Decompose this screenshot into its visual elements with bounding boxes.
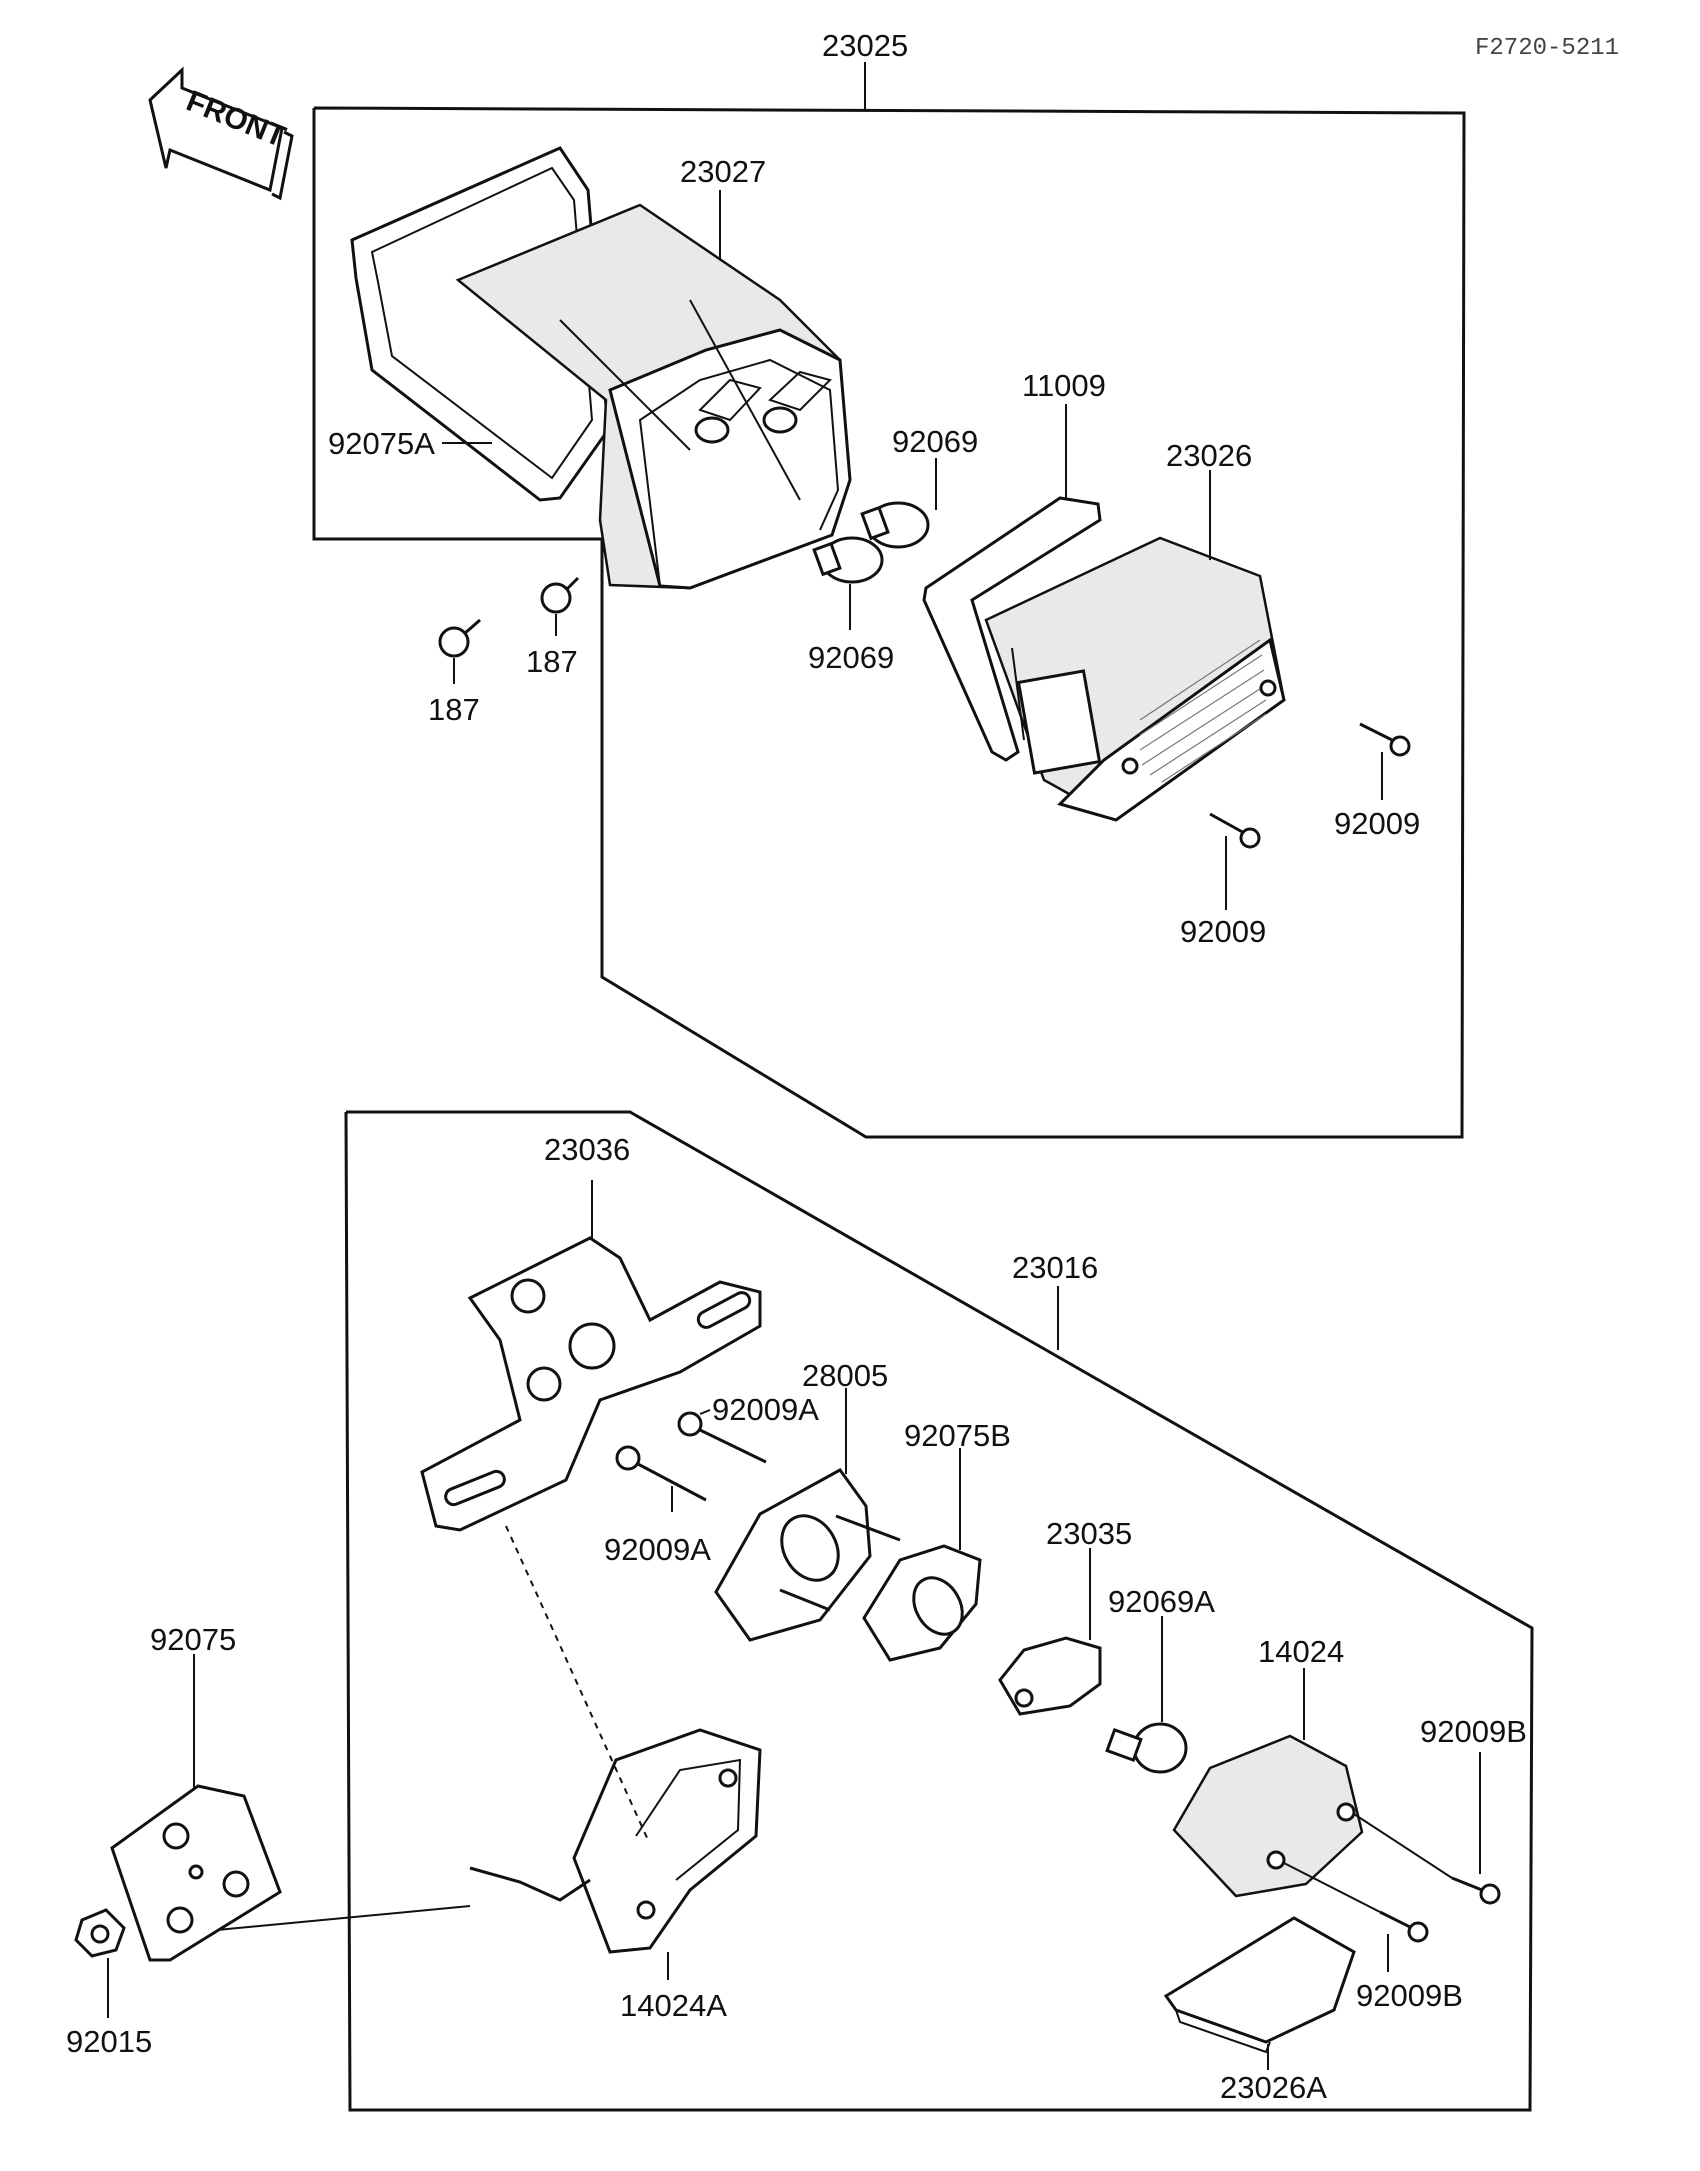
drawing-code: F2720-5211 xyxy=(1475,35,1619,62)
label-23025: 23025 xyxy=(822,28,908,63)
label-92009A-lower: 92009A xyxy=(604,1532,711,1567)
part-92075-plate xyxy=(110,1784,282,1962)
upper-assembly-outline xyxy=(312,106,1466,1139)
lower-assembly-outline xyxy=(344,1110,1534,2112)
part-92009B-screw-upper xyxy=(1451,1876,1501,1905)
part-187-screw-right xyxy=(540,576,580,614)
label-92009B-lower: 92009B xyxy=(1356,1978,1463,2013)
part-92009-screw-right xyxy=(1359,722,1411,757)
label-92009A-upper: 92009A xyxy=(712,1392,819,1427)
part-23026A-reflector xyxy=(1163,1916,1356,2054)
part-14024-cover xyxy=(1172,1734,1364,1898)
label-23026: 23026 xyxy=(1166,438,1252,473)
label-92015: 92015 xyxy=(66,2024,152,2059)
part-11009-lens-gasket xyxy=(922,496,1102,762)
label-14024A: 14024A xyxy=(620,1988,727,2023)
label-92069A: 92069A xyxy=(1108,1584,1215,1619)
label-92075: 92075 xyxy=(150,1622,236,1657)
label-23035: 23035 xyxy=(1046,1516,1132,1551)
part-92009B-screw-lower xyxy=(1379,1910,1429,1943)
label-28005: 28005 xyxy=(802,1358,888,1393)
label-23026A: 23026A xyxy=(1220,2070,1327,2105)
part-92009A-screw-upper xyxy=(677,1411,767,1464)
part-92075B-gasket xyxy=(862,1544,982,1662)
part-23027-housing xyxy=(455,203,852,590)
label-187-left: 187 xyxy=(428,692,480,727)
label-23027: 23027 xyxy=(680,154,766,189)
lens-grid xyxy=(1139,639,1267,783)
label-92075A: 92075A xyxy=(328,426,435,461)
label-23016: 23016 xyxy=(1012,1250,1098,1285)
front-arrow-icon: FRONT xyxy=(148,66,294,201)
label-92009B-upper: 92009B xyxy=(1420,1714,1527,1749)
label-92069-upper: 92069 xyxy=(892,424,978,459)
label-92075B: 92075B xyxy=(904,1418,1011,1453)
part-92009-screw-bottom xyxy=(1209,812,1261,849)
part-23036-bracket xyxy=(420,1236,762,1532)
label-14024: 14024 xyxy=(1258,1634,1344,1669)
label-92009-right: 92009 xyxy=(1334,806,1420,841)
part-23026-lens xyxy=(984,536,1286,822)
part-28005-base xyxy=(714,1468,901,1642)
part-14024A-housing xyxy=(469,1728,762,1954)
part-92069-bulb-upper xyxy=(860,501,930,549)
part-23035-socket xyxy=(998,1636,1102,1716)
label-92009-bottom: 92009 xyxy=(1180,914,1266,949)
label-92069-lower: 92069 xyxy=(808,640,894,675)
label-23036: 23036 xyxy=(544,1132,630,1167)
part-92015-nut xyxy=(74,1908,126,1958)
part-92075A-gasket xyxy=(350,146,610,502)
part-92069-bulb-lower xyxy=(812,536,884,584)
label-187-right: 187 xyxy=(526,644,578,679)
label-11009: 11009 xyxy=(1022,368,1106,403)
part-92009A-screw-lower xyxy=(615,1445,707,1502)
part-187-screw-left xyxy=(438,618,481,658)
part-92069A-bulb xyxy=(1105,1722,1188,1774)
